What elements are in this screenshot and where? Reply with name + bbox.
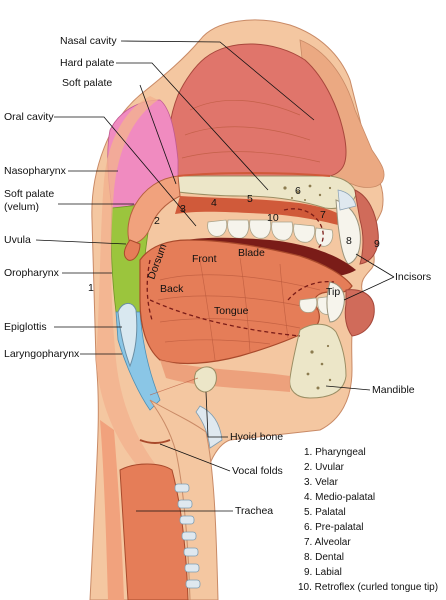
place-marker-3: 3 xyxy=(180,203,186,215)
thyroid-cartilage xyxy=(195,405,223,449)
epiglottis-shape xyxy=(117,303,138,368)
lower-lip xyxy=(344,289,375,337)
place-marker-4: 4 xyxy=(211,197,217,209)
leader-soft-palate-top xyxy=(139,84,177,185)
label-soft-palate-velum-1: Soft palate xyxy=(4,188,54,200)
label-nasopharynx: Nasopharynx xyxy=(4,165,67,177)
label-oral-cavity: Oral cavity xyxy=(4,111,54,123)
label-mandible: Mandible xyxy=(372,384,415,396)
label-epiglottis: Epiglottis xyxy=(4,321,47,333)
tongue-front-boundary xyxy=(149,299,301,337)
leader-incisors-upper xyxy=(355,253,395,278)
label-hyoid-bone: Hyoid bone xyxy=(230,431,283,443)
place-of-articulation-legend: 1. Pharyngeal 2. Uvular 3. Velar 4. Medi… xyxy=(298,447,438,593)
label-soft-palate-top: Soft palate xyxy=(62,77,112,89)
tongue-blade-label: Blade xyxy=(238,247,265,259)
mandible-bone xyxy=(289,323,347,399)
label-laryngopharynx: Laryngopharynx xyxy=(4,348,80,360)
tongue-tip-label: Tip xyxy=(326,286,340,298)
nasal-turbinate-2 xyxy=(184,126,311,141)
label-trachea: Trachea xyxy=(235,505,273,517)
retroflex-curl xyxy=(283,208,324,255)
leader-incisors-lower xyxy=(343,276,395,301)
pharyngeal-axis xyxy=(146,259,153,321)
tongue-back-label: Back xyxy=(160,283,184,295)
oral-roof-mucosa xyxy=(175,196,352,228)
label-soft-palate-velum-2: (velum) xyxy=(4,201,39,213)
nasal-cavity-region xyxy=(168,43,347,177)
leader-hyoid-bone xyxy=(205,391,228,438)
label-nasal-cavity: Nasal cavity xyxy=(60,35,117,47)
upper-teeth xyxy=(207,219,334,247)
lower-incisor xyxy=(326,281,345,323)
place-marker-7: 7 xyxy=(320,209,326,221)
upper-incisor-root xyxy=(337,189,357,211)
nasal-floor-mucosa xyxy=(177,172,331,177)
tongue-front-label: Front xyxy=(192,253,217,265)
esophagus-back xyxy=(100,420,124,600)
legend-item-5: 5. Palatal xyxy=(304,507,346,518)
upper-incisor xyxy=(335,199,361,265)
legend-item-8: 8. Dental xyxy=(304,552,344,563)
place-marker-9: 9 xyxy=(374,238,380,250)
legend-item-1: 1. Pharyngeal xyxy=(304,447,366,458)
leader-mandible xyxy=(325,385,371,391)
place-marker-10: 10 xyxy=(267,212,279,224)
nasal-turbinate-1 xyxy=(189,99,301,116)
leader-oral-cavity xyxy=(54,116,197,227)
hard-palate-bone xyxy=(177,175,357,209)
bone-texture xyxy=(283,184,342,201)
vocal-folds-shape xyxy=(139,439,171,444)
place-marker-2: 2 xyxy=(154,215,160,227)
leader-vocal-folds xyxy=(159,443,231,472)
place-marker-1: 1 xyxy=(88,282,94,294)
leader-uvula xyxy=(35,239,127,245)
nasal-turbinate-3 xyxy=(181,151,321,163)
hyoid-bone-shape xyxy=(193,366,217,393)
upper-lip xyxy=(354,189,379,265)
label-incisors: Incisors xyxy=(395,271,431,283)
place-marker-5: 5 xyxy=(247,193,253,205)
label-vocal-folds: Vocal folds xyxy=(232,465,283,477)
legend-item-6: 6. Pre-palatal xyxy=(304,522,363,533)
tongue-muscle-fibers xyxy=(157,257,321,361)
place-marker-8: 8 xyxy=(346,235,352,247)
mandible-texture xyxy=(306,344,332,390)
leader-nasal-cavity xyxy=(120,40,315,121)
legend-item-2: 2. Uvular xyxy=(304,462,345,473)
legend-item-7: 7. Alveolar xyxy=(304,537,351,548)
legend-item-3: 3. Velar xyxy=(304,477,339,488)
legend-item-4: 4. Medio-palatal xyxy=(304,492,375,503)
legend-item-10: 10. Retroflex (curled tongue tip) xyxy=(298,582,438,593)
leader-hard-palate xyxy=(116,62,269,191)
label-oropharynx: Oropharynx xyxy=(4,267,60,279)
hyoid-ligament xyxy=(149,377,199,396)
floor-of-mouth xyxy=(160,360,290,392)
place-marker-6: 6 xyxy=(295,185,301,197)
legend-item-9: 9. Labial xyxy=(304,567,342,578)
posterior-pharyngeal-wall xyxy=(96,96,160,480)
tracheal-cartilage-rings xyxy=(174,483,201,589)
label-uvula: Uvula xyxy=(4,234,31,246)
uvula-shape xyxy=(123,239,141,261)
tongue-label: Tongue xyxy=(214,305,249,317)
label-hard-palate: Hard palate xyxy=(60,57,114,69)
